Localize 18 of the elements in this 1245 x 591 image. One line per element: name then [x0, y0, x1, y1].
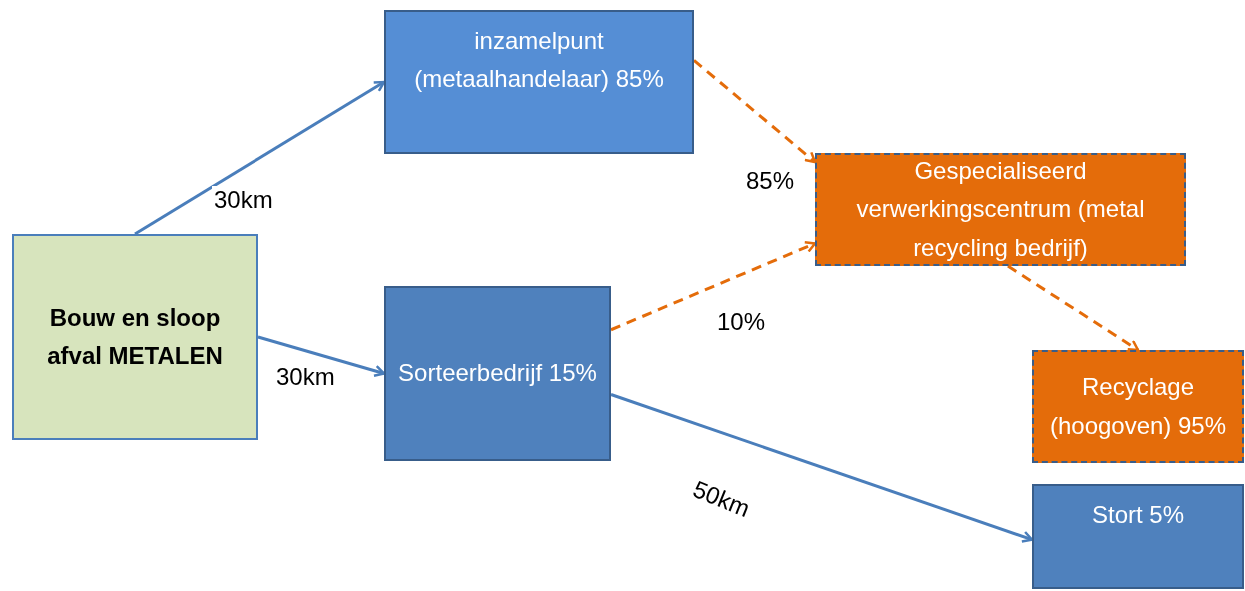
arrow	[693, 59, 817, 164]
process-box	[384, 286, 611, 461]
box-label: Gespecialiseerd verwerkingscentrum (metal recycling bedrijf)	[855, 155, 1146, 263]
box-label: Recyclage (hoogoven) 95%	[1048, 372, 1228, 441]
arrow	[610, 241, 817, 332]
box-label: Bouw en sloop afval METALEN	[46, 302, 224, 371]
process-box	[1032, 350, 1244, 463]
process-box	[12, 234, 258, 440]
box-label: inzamelpunt (metaalhandelaar) 85%	[413, 26, 665, 95]
arrow	[610, 393, 1034, 543]
box-label: Sorteerbedrijf 15%	[398, 358, 597, 389]
arrow	[1007, 264, 1140, 352]
box-label: Stort 5%	[1091, 500, 1184, 530]
process-box	[815, 153, 1186, 266]
process-box	[384, 10, 694, 154]
arrow	[257, 335, 386, 378]
arrow	[134, 80, 386, 236]
process-box	[1032, 484, 1244, 589]
